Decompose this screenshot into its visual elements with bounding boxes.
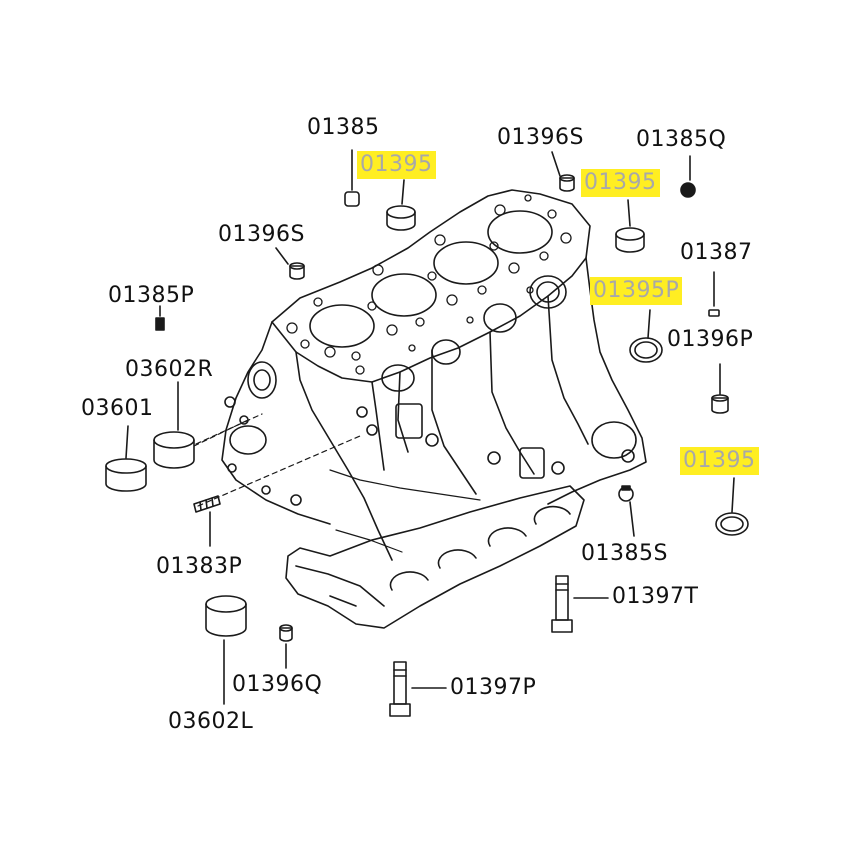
label-01385p[interactable]: 01385P xyxy=(108,283,195,308)
seal-cup-01395-a xyxy=(386,179,416,231)
dowel-01396q xyxy=(279,624,293,669)
plug-01385 xyxy=(344,149,360,207)
oil-port-3 xyxy=(483,303,517,333)
rear-boss xyxy=(591,421,637,459)
mount-pad-2 xyxy=(519,447,545,479)
bearing-03601 xyxy=(105,425,147,492)
bearing-03602r xyxy=(153,381,249,469)
label-01395-c[interactable]: 01395 xyxy=(680,447,759,475)
plug-01383p xyxy=(193,495,221,547)
seal-cup-01395p xyxy=(629,309,663,363)
dowel-01396p xyxy=(711,363,729,414)
oil-port-2 xyxy=(431,339,461,365)
label-01385q[interactable]: 01385Q xyxy=(636,127,727,152)
label-01396p[interactable]: 01396P xyxy=(667,327,754,352)
deck-holes xyxy=(286,194,572,375)
label-03601[interactable]: 03601 xyxy=(81,396,154,421)
cylinder-bore-4 xyxy=(487,210,553,254)
label-01383p[interactable]: 01383P xyxy=(156,554,243,579)
label-01395-b[interactable]: 01395 xyxy=(581,169,660,197)
dowel-01396s-b xyxy=(551,151,575,192)
mount-pad-1 xyxy=(395,403,423,439)
label-01397t[interactable]: 01397T xyxy=(612,584,699,609)
label-01396s-a[interactable]: 01396S xyxy=(218,222,305,247)
cylinder-bore-1 xyxy=(309,304,375,348)
cylinder-bore-3 xyxy=(433,241,499,285)
plug-01385q xyxy=(680,155,696,198)
label-01385[interactable]: 01385 xyxy=(307,115,380,140)
label-01387[interactable]: 01387 xyxy=(680,240,753,265)
seal-cup-01395-c xyxy=(715,477,749,536)
label-03602r[interactable]: 03602R xyxy=(125,357,214,382)
label-01396q[interactable]: 01396Q xyxy=(232,672,323,697)
label-01395-a[interactable]: 01395 xyxy=(357,151,436,179)
bolt-01397p xyxy=(389,661,447,717)
cylinder-block xyxy=(195,189,647,629)
bolt-01397t xyxy=(551,575,609,633)
plug-01385s xyxy=(618,485,635,537)
cylinder-bore-2 xyxy=(371,273,437,317)
label-01385s[interactable]: 01385S xyxy=(581,541,668,566)
plug-01385p xyxy=(155,305,165,331)
front-boss-2 xyxy=(229,425,267,455)
pin-01387 xyxy=(708,271,720,317)
dowel-01396s-a xyxy=(275,247,305,280)
oil-port-1 xyxy=(381,364,415,392)
label-01396s-b[interactable]: 01396S xyxy=(497,125,584,150)
label-01395p[interactable]: 01395P xyxy=(590,277,683,305)
oil-port-4 xyxy=(529,275,567,309)
bearing-03602l xyxy=(205,595,247,705)
label-03602l[interactable]: 03602L xyxy=(168,709,254,734)
label-01397p[interactable]: 01397P xyxy=(450,675,537,700)
seal-cup-01395-b xyxy=(615,199,645,253)
front-boss-1 xyxy=(247,361,277,399)
